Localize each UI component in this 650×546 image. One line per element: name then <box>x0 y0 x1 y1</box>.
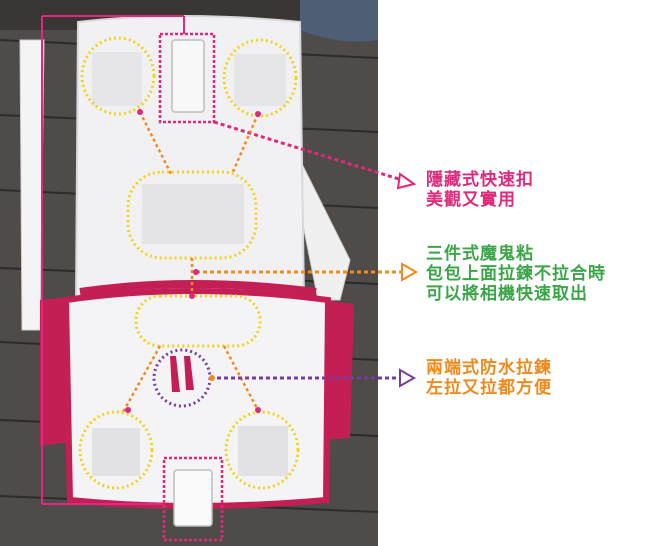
orange-connector-lines <box>120 111 262 415</box>
callout-velcro: 三件式魔鬼粘 包包上面拉鍊不拉合時 可以將相機快速取出 <box>426 244 606 304</box>
pink-pointer-line <box>213 120 417 190</box>
zipper-pull-right <box>184 356 194 390</box>
lid-velcro-center <box>142 184 244 244</box>
bag-top-trim <box>79 280 317 296</box>
callout-zipper: 兩端式防水拉鍊 左拉又拉都方便 <box>426 358 552 398</box>
purple-zipper-outline <box>152 348 417 408</box>
orange-connector-dots <box>125 109 261 413</box>
callout-line: 可以將相機快速取出 <box>426 284 588 304</box>
callout-line: 三件式魔鬼粘 <box>426 244 534 264</box>
jeans <box>300 0 378 42</box>
callout-hidden-buckle: 隱藏式快速扣 美觀又實用 <box>426 170 534 210</box>
shoulder-strap-left <box>19 39 45 331</box>
callout-line: 包包上面拉鍊不拉合時 <box>426 264 606 284</box>
front-buckle <box>173 469 213 527</box>
callout-line: 左拉又拉都方便 <box>426 378 552 398</box>
callout-line: 美觀又實用 <box>426 190 516 210</box>
lid-velcro-left <box>92 52 142 106</box>
callout-line: 隱藏式快速扣 <box>426 170 534 190</box>
zipper-pull-left <box>170 356 180 392</box>
pink-buckle-box-top <box>158 32 216 124</box>
lid-buckle <box>171 39 205 113</box>
front-velcro-left <box>92 428 140 476</box>
front-velcro-right <box>238 426 288 476</box>
lid-velcro-right <box>234 54 286 106</box>
yellow-velcro-outlines <box>78 36 300 490</box>
velcro-pointer-line <box>193 262 419 282</box>
callout-line: 兩端式防水拉鍊 <box>426 358 552 378</box>
pink-annotation-outline <box>41 15 185 505</box>
